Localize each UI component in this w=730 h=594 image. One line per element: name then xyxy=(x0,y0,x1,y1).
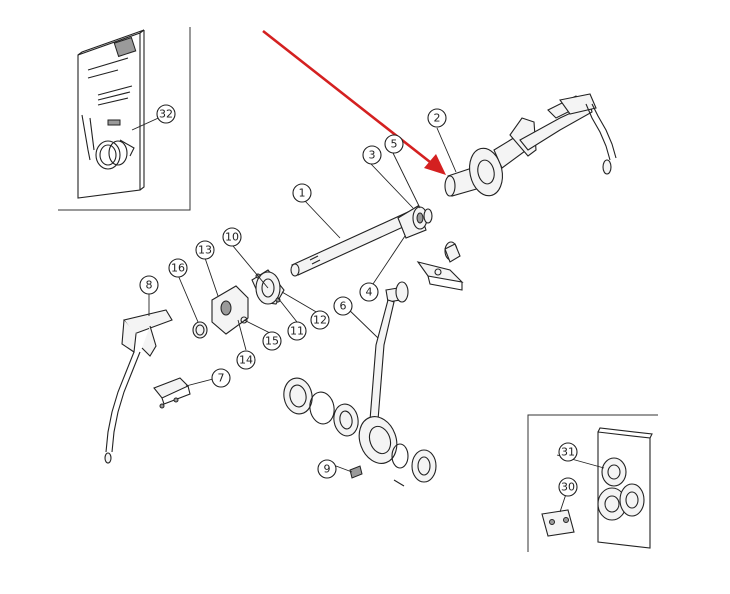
part-lower-rings-set xyxy=(283,377,437,487)
callout-15: 15 xyxy=(262,331,282,351)
svg-text:7: 7 xyxy=(218,372,225,385)
callout-32: 32 xyxy=(156,104,176,124)
callout-16: 16 xyxy=(168,258,188,278)
part-16-ring xyxy=(192,321,208,339)
svg-text:10: 10 xyxy=(225,231,239,244)
callout-31: 31 xyxy=(558,442,578,462)
callout-7: 7 xyxy=(211,368,231,388)
callout-1: 1 xyxy=(292,183,312,203)
part-8-strap-bracket xyxy=(104,309,173,464)
inset-bearing-kit-package xyxy=(541,427,653,549)
svg-text:4: 4 xyxy=(366,286,373,299)
svg-text:16: 16 xyxy=(171,262,185,275)
part-13-cam-plate xyxy=(211,285,249,335)
svg-text:31: 31 xyxy=(561,446,575,459)
callout-2: 2 xyxy=(427,108,447,128)
svg-text:3: 3 xyxy=(369,149,376,162)
callout-5: 5 xyxy=(384,134,404,154)
part-9-screw xyxy=(349,465,363,479)
callout-30: 30 xyxy=(558,477,578,497)
red-pointer-arrow xyxy=(262,29,446,175)
svg-text:8: 8 xyxy=(146,279,153,292)
svg-text:14: 14 xyxy=(239,354,253,367)
svg-text:2: 2 xyxy=(434,112,441,125)
svg-text:12: 12 xyxy=(313,314,327,327)
inset-frame-bottom-right xyxy=(527,414,658,552)
svg-text:32: 32 xyxy=(159,108,173,121)
part-6-pedal-arm xyxy=(358,281,409,464)
svg-text:5: 5 xyxy=(391,138,398,151)
part-linkage-bracket-right xyxy=(416,261,464,291)
callout-13: 13 xyxy=(195,240,215,260)
part-small-bushing xyxy=(444,241,461,263)
svg-text:9: 9 xyxy=(324,463,331,476)
svg-text:15: 15 xyxy=(265,335,279,348)
inset-frame-top-left xyxy=(58,27,191,211)
svg-text:13: 13 xyxy=(198,244,212,257)
part-7-mount-plate xyxy=(153,377,191,409)
inset-spring-kit-package xyxy=(77,29,145,199)
svg-text:1: 1 xyxy=(299,187,306,200)
callout-6: 6 xyxy=(333,296,353,316)
part-1-main-shaft xyxy=(290,205,433,277)
callout-11: 11 xyxy=(287,321,307,341)
callout-8: 8 xyxy=(139,275,159,295)
part-2-shaft-bracket-assembly xyxy=(444,93,617,197)
callout-10: 10 xyxy=(222,227,242,247)
callout-12: 12 xyxy=(310,310,330,330)
callout-4: 4 xyxy=(359,282,379,302)
callout-9: 9 xyxy=(317,459,337,479)
svg-text:30: 30 xyxy=(561,481,575,494)
svg-text:6: 6 xyxy=(340,300,347,313)
callout-3: 3 xyxy=(362,145,382,165)
svg-text:11: 11 xyxy=(290,325,304,338)
callout-14: 14 xyxy=(236,350,256,370)
